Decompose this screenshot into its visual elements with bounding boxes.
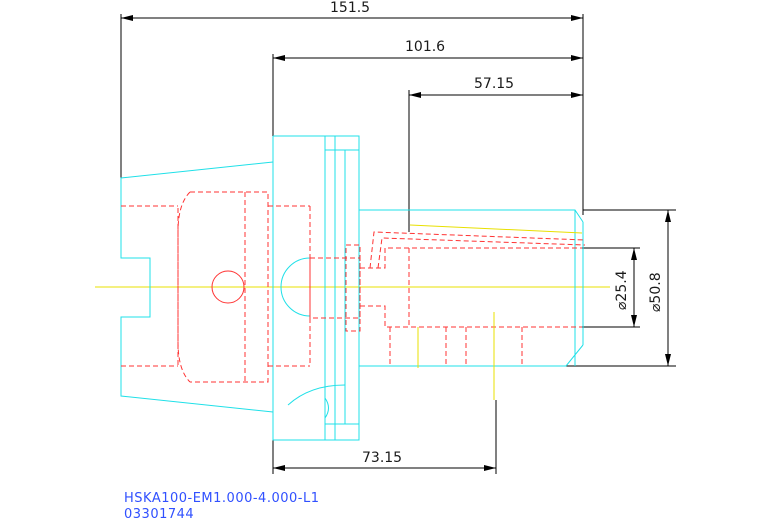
drawbar-hole bbox=[211, 270, 245, 304]
dimension-clamp-length: 57.15 bbox=[408, 76, 583, 232]
dimension-overall-length: 151.5 bbox=[120, 0, 584, 215]
screw-centerlines bbox=[409, 224, 583, 400]
dimension-overall-length-label: 151.5 bbox=[330, 0, 370, 16]
dimension-flange-to-end: 101.6 bbox=[272, 39, 583, 136]
dimension-bore-diameter-label: ⌀25.4 bbox=[614, 270, 630, 310]
dimension-body-diameter-label: ⌀50.8 bbox=[648, 272, 664, 312]
dimension-flange-to-screw-label: 73.15 bbox=[362, 450, 402, 466]
holder-outline bbox=[120, 135, 584, 441]
dimension-bore-diameter: ⌀25.4 bbox=[582, 247, 640, 328]
flange-groove bbox=[324, 135, 360, 441]
part-name-label: HSKA100-EM1.000-4.000-L1 bbox=[124, 491, 320, 506]
dimension-flange-to-end-label: 101.6 bbox=[405, 39, 445, 55]
part-number-label: 03301744 bbox=[124, 507, 195, 522]
dimension-clamp-length-label: 57.15 bbox=[474, 76, 514, 92]
hsk-taper-shank bbox=[120, 161, 274, 413]
dimension-flange-to-screw: 73.15 bbox=[272, 400, 497, 474]
dimension-body-diameter: ⌀50.8 bbox=[566, 209, 676, 367]
hidden-lines bbox=[121, 191, 586, 383]
